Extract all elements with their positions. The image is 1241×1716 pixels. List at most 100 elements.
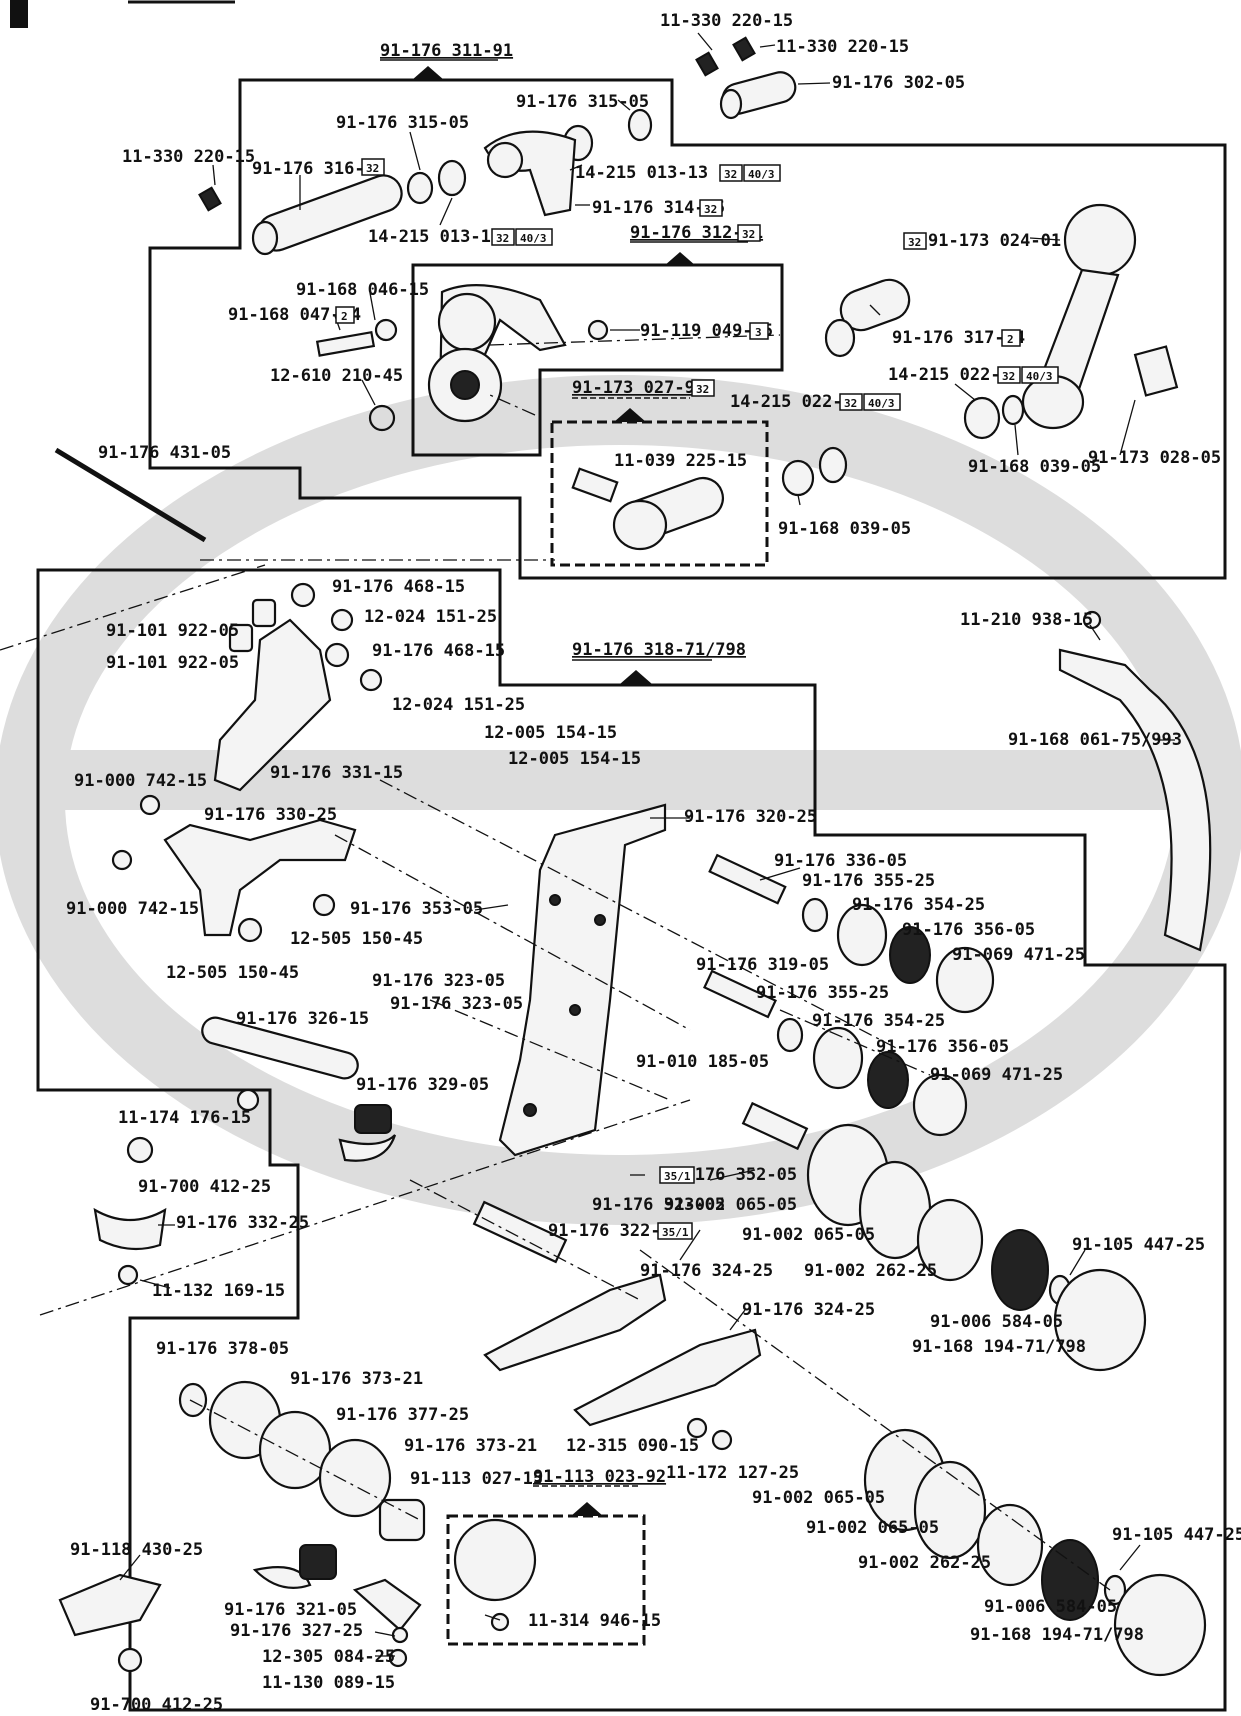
part-label: 91-010 185-05: [636, 1052, 769, 1072]
badge-text: 35/1: [662, 1226, 689, 1239]
part-label: 91-176 319-05: [696, 955, 829, 975]
part-label: 91-176 336-05: [774, 851, 907, 871]
part-label: 11-130 089-15: [262, 1673, 395, 1693]
part-label: 91-176 326-15: [236, 1009, 369, 1029]
knob-stack-upper: [776, 897, 995, 1137]
badge: 32: [699, 199, 723, 217]
sub-assembly-frame: [411, 263, 784, 457]
shaft-parts: [201, 853, 809, 1264]
sub-assembly-parts: [315, 284, 609, 432]
badge: 32: [491, 228, 515, 246]
part-label: 91-176 468-15: [332, 577, 465, 597]
part-label: 91-176 378-05: [156, 1339, 289, 1359]
marker-clamp: [614, 408, 646, 422]
badge: 32: [719, 164, 743, 182]
part-label: 91-105 447-25: [1072, 1235, 1205, 1255]
part-label: 11-210 938-15: [960, 610, 1093, 630]
part-label: 91-176 355-25: [756, 983, 889, 1003]
part-label: 12-005 154-15: [484, 723, 617, 743]
part-label: 91-002 262-25: [858, 1553, 991, 1573]
part-label: 11-314 946-15: [528, 1611, 661, 1631]
part-label: 91-176 322-05: [548, 1221, 681, 1241]
part-label: 12-315 090-15: [566, 1436, 699, 1456]
part-label: 91-105 447-25: [1112, 1525, 1241, 1545]
part-label: 91-176 330-25: [204, 805, 337, 825]
part-label: 91-176 355-25: [802, 871, 935, 891]
part-label: 11-330 220-15: [122, 147, 255, 167]
badge: 32: [997, 366, 1021, 384]
corner-mark: [10, 0, 28, 28]
badge-text: 32: [724, 168, 737, 181]
long-rod: [54, 447, 207, 543]
part-label: 11-330 220-15: [660, 11, 793, 31]
part-label: 91-700 412-25: [138, 1177, 271, 1197]
part-label: 91-176 302-05: [832, 73, 965, 93]
badge-text: 3: [755, 326, 762, 339]
part-label: 91-176 317-04: [892, 328, 1025, 348]
lower-left-parts: [58, 1088, 733, 1673]
badge-text: 32: [844, 397, 857, 410]
part-label: 91-000 742-15: [66, 899, 199, 919]
badge: 2: [1001, 329, 1021, 347]
main-assembly-frame: [36, 568, 1227, 1712]
part-label: 91-176 324-25: [640, 1261, 773, 1281]
badge-text: 40/3: [748, 168, 775, 181]
part-label: 91-002 262-25: [804, 1261, 937, 1281]
part-label: 91-176 468-15: [372, 641, 505, 661]
marker-main: [620, 670, 652, 684]
part-label: 12-505 150-45: [290, 929, 423, 949]
part-label: 14-215 013-13: [368, 227, 501, 247]
group-label-lower: 91-113 023-92: [533, 1467, 666, 1487]
assembly-lines: [0, 334, 1111, 1591]
spring-arm-right: [1058, 610, 1212, 952]
part-label: 91-176 332-25: [176, 1213, 309, 1233]
part-label: 91-119 049-05: [640, 321, 773, 341]
part-label: 91-700 412-25: [90, 1695, 223, 1715]
part-label: 14-215 013-13: [575, 163, 708, 183]
clamp-frame: [550, 420, 769, 567]
part-label: 91-176 329-05: [356, 1075, 489, 1095]
part-label: 91-168 047-14: [228, 305, 361, 325]
badge: 2: [335, 306, 355, 324]
part-label: 11-330 220-15: [776, 37, 909, 57]
badge: 32: [691, 379, 715, 397]
upper-assembly-frame: [148, 78, 1227, 580]
badge-text: 40/3: [1026, 370, 1053, 383]
badge: 3: [749, 322, 769, 340]
part-label: 91-176 324-25: [742, 1300, 875, 1320]
part-label: 12-610 210-45: [270, 366, 403, 386]
lower-frame: [446, 1514, 646, 1646]
part-label: 91-101 922-05: [106, 621, 239, 641]
badge: 32: [903, 232, 927, 250]
part-label: 91-176 353-05: [350, 899, 483, 919]
part-label: 91-176 354-25: [852, 895, 985, 915]
badge-text: 32: [1002, 370, 1015, 383]
group-label-upper: 91-176 311-91: [380, 41, 513, 61]
part-label: 91-176 373-21: [290, 1369, 423, 1389]
badge: 32: [361, 158, 385, 176]
badge: 40/3: [743, 164, 781, 182]
part-label: 91-176 321-05: [224, 1600, 357, 1620]
badge-text: 2: [1007, 333, 1014, 346]
part-label: 91-002 065-05: [752, 1488, 885, 1508]
bracket-parts: [111, 582, 383, 943]
group-label-sub-upper: 91-176 312-01: [630, 223, 763, 243]
lever-arm: [824, 203, 1179, 440]
part-label: 91-118 430-25: [70, 1540, 203, 1560]
part-label: 91-173 024-01: [928, 231, 1061, 251]
part-label: 12-024 151-25: [392, 695, 525, 715]
part-label: 91-176 352-05: [664, 1165, 797, 1185]
badge: 35/1: [659, 1166, 695, 1184]
marker-upper: [412, 66, 444, 80]
part-label: 91-176 316-05: [252, 159, 385, 179]
marker-sub-upper: [664, 252, 696, 266]
part-label: 91-176 314-05: [592, 198, 725, 218]
slide-links: [483, 1273, 762, 1427]
leader-lines: [119, 32, 1175, 1657]
part-label: 12-024 151-25: [364, 607, 497, 627]
part-label: 91-173 028-05: [1088, 448, 1221, 468]
part-label: 91-002 065-05: [664, 1195, 797, 1215]
badge: 40/3: [1021, 366, 1059, 384]
badge-text: 32: [742, 228, 755, 241]
badge-text: 2: [341, 310, 348, 323]
